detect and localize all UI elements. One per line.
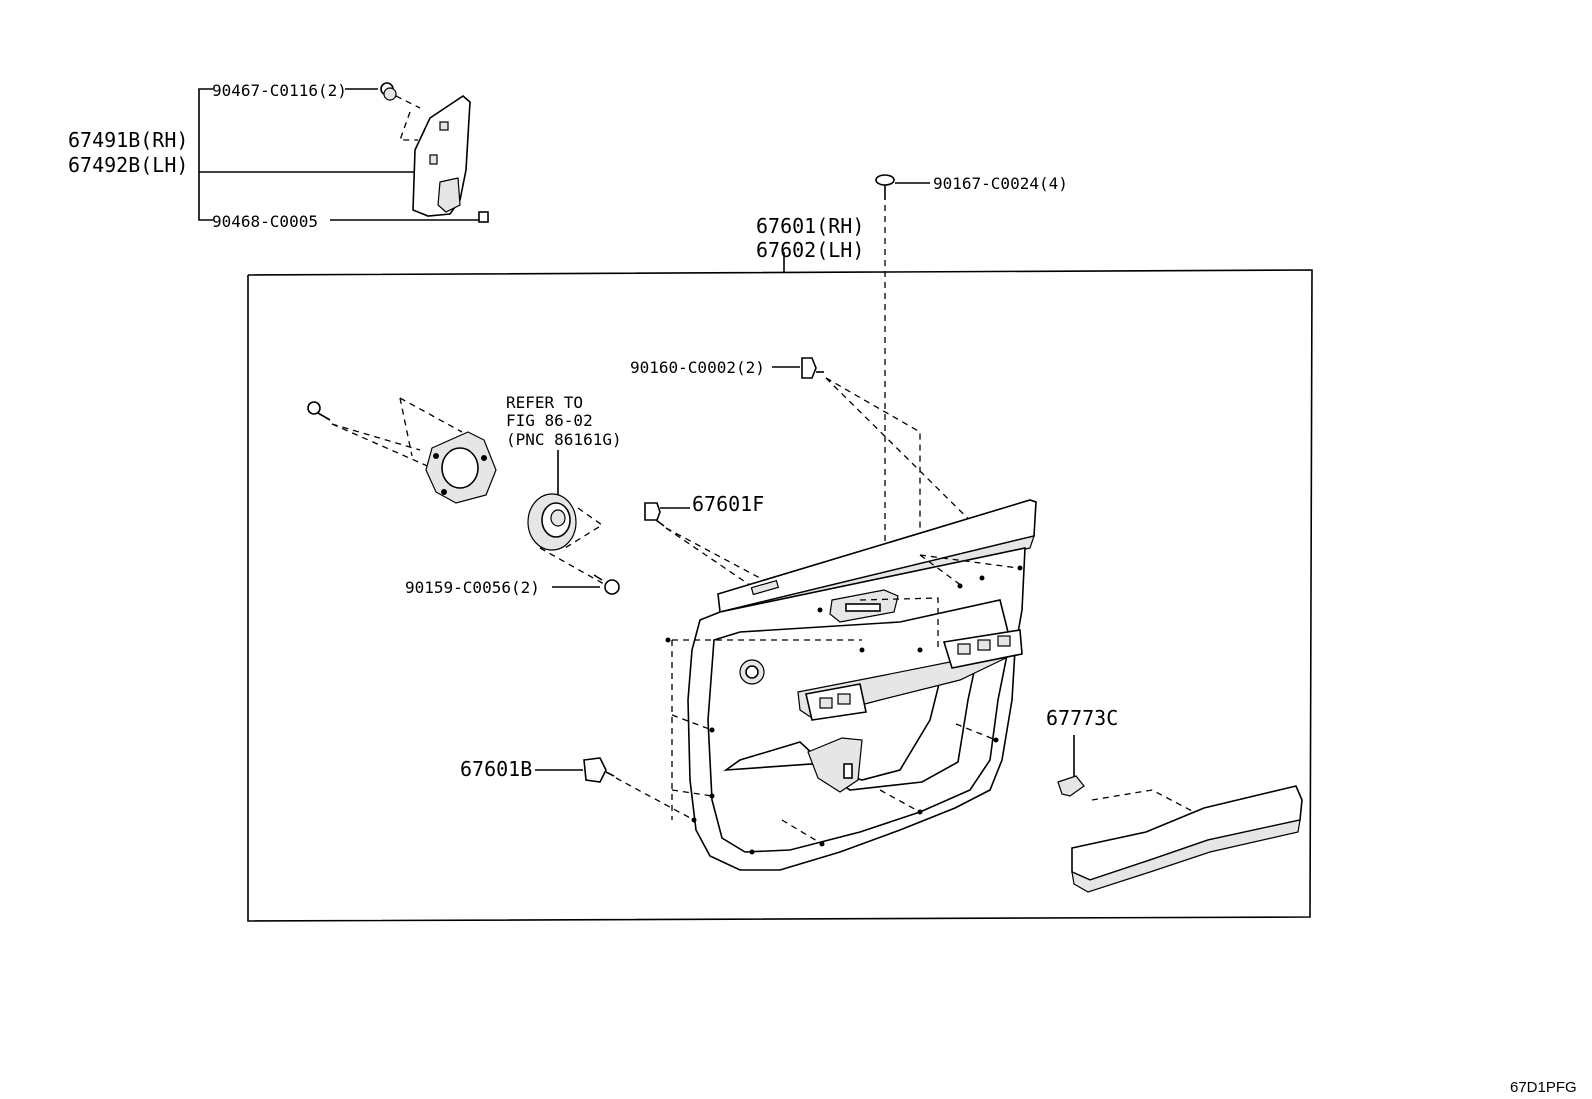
label-90468: 90468-C0005	[212, 212, 318, 231]
clip-67601b	[583, 757, 607, 783]
clip-90160	[801, 357, 817, 379]
label-90159: 90159-C0056(2)	[405, 578, 540, 597]
label-refer-1: REFER TO	[506, 393, 583, 412]
label-67601: 67601(RH)	[756, 214, 864, 238]
bracket-group	[198, 82, 489, 223]
label-90467: 90467-C0116(2)	[212, 81, 347, 100]
label-90160: 90160-C0002(2)	[630, 358, 765, 377]
upper-trim	[717, 499, 1037, 613]
clip-90468	[478, 211, 489, 223]
screw-90167-group	[875, 174, 930, 690]
label-67602: 67602(LH)	[756, 238, 864, 262]
screw-90167	[875, 174, 895, 186]
assembly-frame	[247, 269, 1313, 922]
armrest-pad-group	[1057, 735, 1303, 893]
label-refer-2: FIG 86-02	[506, 411, 593, 430]
screw-90159	[604, 579, 620, 595]
label-refer-3: (PNC 86161G)	[506, 430, 622, 449]
screw-speaker-bracket	[307, 401, 321, 415]
label-67492b: 67492B(LH)	[68, 153, 188, 177]
label-67601f: 67601F	[692, 492, 764, 516]
clip-67773c	[1057, 775, 1085, 797]
label-67491b: 67491B(RH)	[68, 128, 188, 152]
label-90167: 90167-C0024(4)	[933, 174, 1068, 193]
label-67601b: 67601B	[460, 757, 532, 781]
bracket-brace	[198, 88, 213, 221]
figure-code: 67D1PFG	[1510, 1079, 1577, 1096]
label-67773c: 67773C	[1046, 706, 1118, 730]
clip-67601b-group	[535, 757, 695, 821]
speaker-bracket-group	[307, 397, 497, 504]
clip-67601f	[644, 502, 661, 521]
speaker-group	[527, 450, 620, 595]
door-trim-panel	[665, 499, 1037, 871]
